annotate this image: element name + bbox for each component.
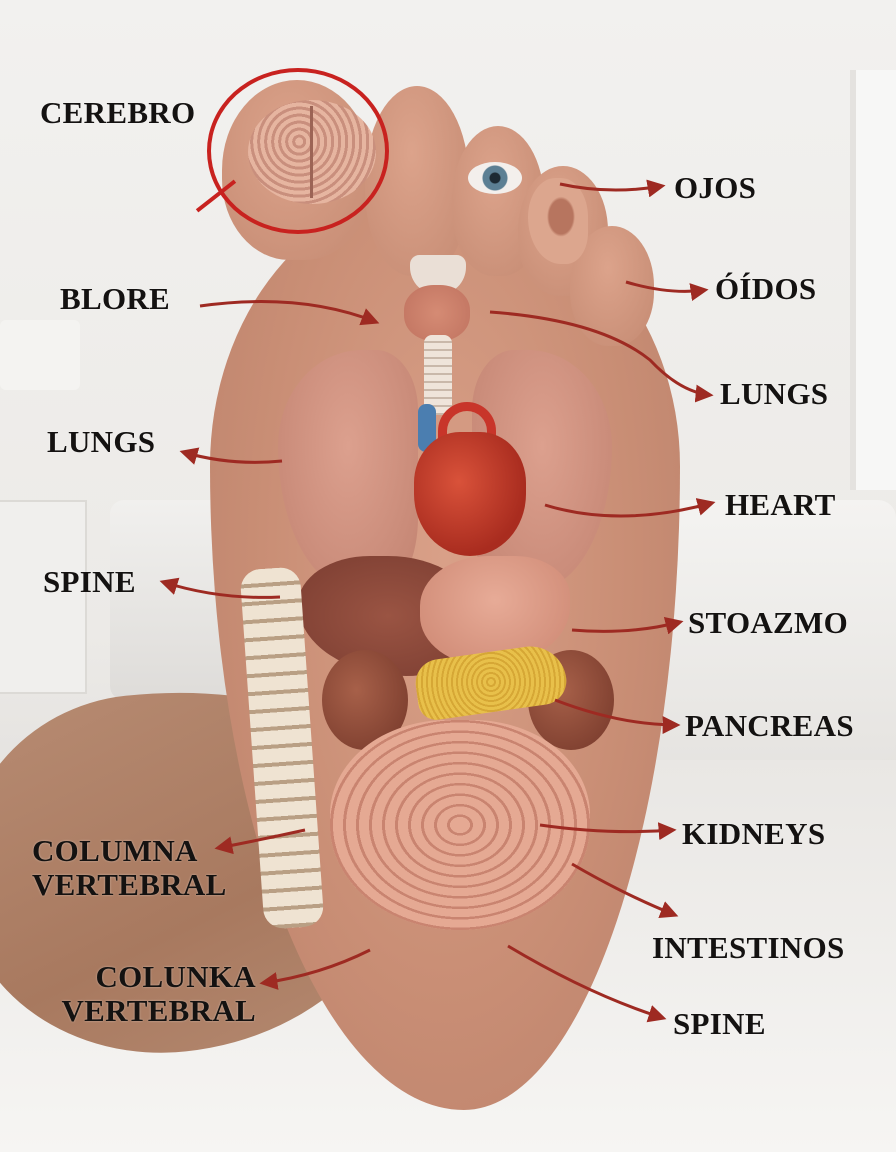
armchair <box>110 500 230 700</box>
label-cerebro: CEREBRO <box>40 95 196 130</box>
arrow-intestinos <box>571 862 679 919</box>
shelf <box>0 500 87 694</box>
arrow-spine-left <box>159 577 281 599</box>
ear-icon <box>528 178 588 264</box>
label-oidos: ÓÍDOS <box>715 271 817 306</box>
arrow-pancreas <box>554 698 681 734</box>
label-pancreas: PANCREAS <box>685 708 854 743</box>
label-colunka-vertebral: COLUNKA VERTEBRAL <box>61 959 256 1028</box>
label-spine-right: SPINE <box>673 1006 766 1041</box>
window <box>850 70 896 490</box>
eye-icon <box>468 162 522 194</box>
arrow-heart <box>544 498 716 518</box>
stomach <box>420 556 570 666</box>
blue-vessel <box>418 404 436 452</box>
aorta-arch <box>438 402 496 451</box>
label-heart: HEART <box>725 487 836 522</box>
left-lung <box>278 350 418 590</box>
arrow-oidos <box>625 280 709 301</box>
label-spine-left: SPINE <box>43 564 136 599</box>
arrow-stoazmo <box>571 616 684 635</box>
label-intestinos: INTESTINOS <box>652 930 845 965</box>
label-stoazmo: STOAZMO <box>688 605 849 640</box>
arrow-lungs-left <box>179 447 283 465</box>
thyroid <box>404 285 470 341</box>
label-lungs-left: LUNGS <box>47 424 156 459</box>
arrow-kidneys <box>539 822 677 841</box>
arrow-colunka <box>259 948 371 990</box>
arrow-columna <box>214 828 306 855</box>
red-circle-highlight <box>207 68 389 234</box>
label-lungs-right: LUNGS <box>720 376 829 411</box>
heart-icon <box>414 432 526 556</box>
label-ojos: OJOS <box>674 170 757 205</box>
label-kidneys: KIDNEYS <box>682 816 826 851</box>
label-columna-vertebral: COLUMNA VERTEBRAL <box>32 833 227 902</box>
lamp <box>0 320 80 390</box>
label-blore: BLORE <box>60 281 171 316</box>
arrow-blore <box>199 300 380 326</box>
trachea <box>424 335 452 415</box>
arrow-lungs-right <box>489 310 714 403</box>
arrow-spine-right <box>507 944 667 1023</box>
arrow-ojos <box>559 179 666 198</box>
